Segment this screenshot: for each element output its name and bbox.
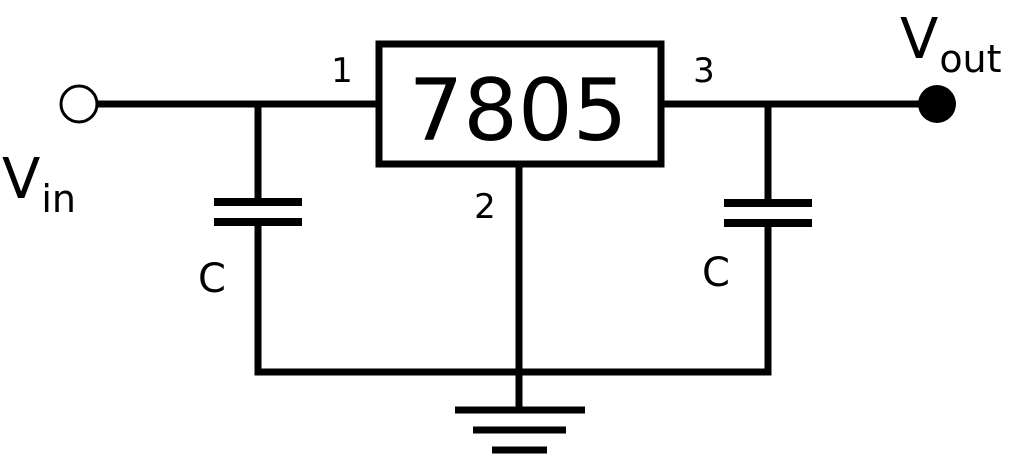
regulator-chip-body	[375, 40, 665, 168]
input-terminal-open-circle	[59, 84, 99, 124]
input-capacitor-label: C	[198, 256, 226, 302]
output-voltage-subscript: out	[939, 37, 1001, 81]
input-voltage-subscript: in	[41, 177, 76, 221]
output-voltage-symbol: V	[900, 7, 938, 72]
pin-1-label: 1	[331, 51, 353, 91]
input-voltage-symbol: V	[2, 147, 40, 212]
output-capacitor-label: C	[702, 250, 730, 296]
pin-3-label: 3	[693, 51, 715, 91]
pin-2-label: 2	[474, 187, 496, 227]
output-voltage-label: Vout	[900, 7, 1002, 81]
output-terminal-dot	[918, 85, 956, 123]
input-voltage-label: Vin	[2, 147, 76, 221]
regulator-part-number: 7805	[409, 61, 628, 161]
